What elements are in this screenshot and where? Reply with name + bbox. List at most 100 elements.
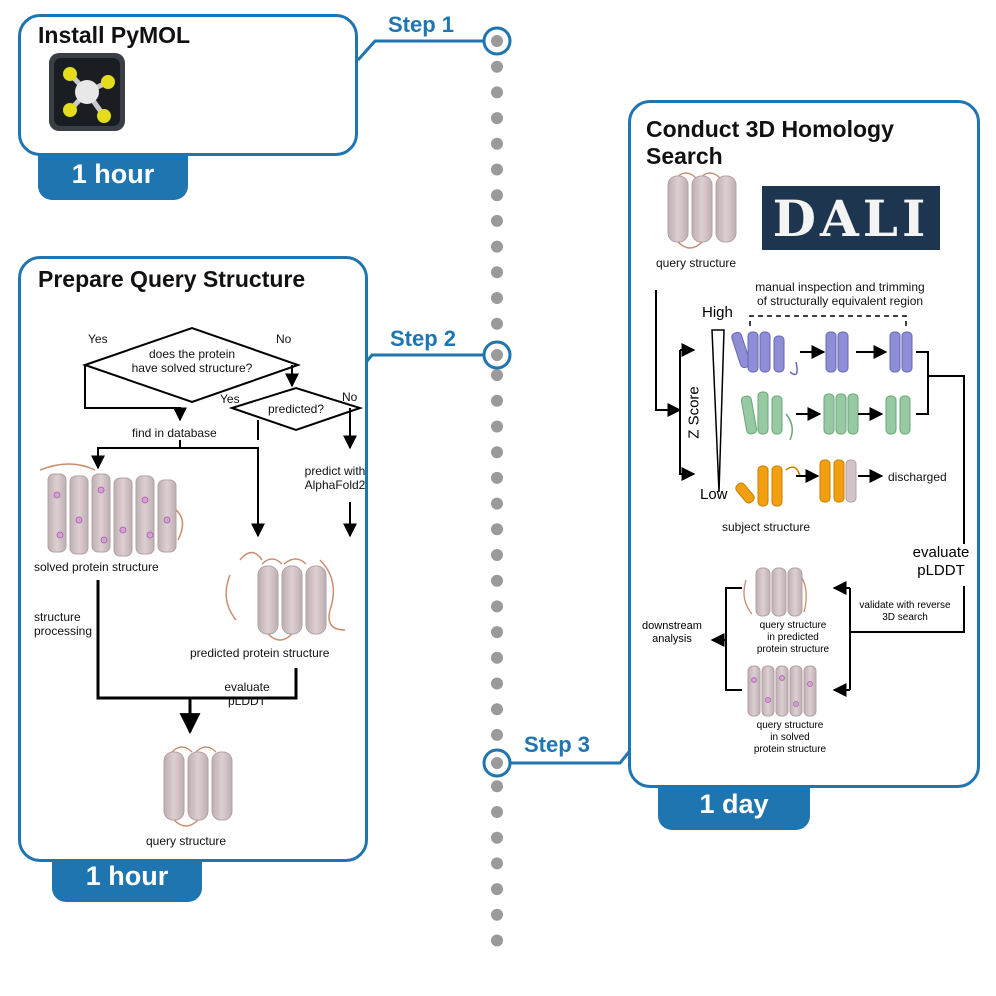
predict-line2: AlphaFold2	[304, 478, 366, 492]
solved-protein-structure-label: solved protein structure	[34, 560, 159, 574]
query-structure-icon	[163, 746, 233, 827]
validate-reverse-search-label: validate with reverse 3D search	[850, 600, 960, 624]
step3-title: Conduct 3D Homology Search	[646, 116, 894, 170]
timeline-dot	[491, 446, 503, 459]
z-score-wedge	[711, 329, 725, 493]
high-score-subject-row	[731, 331, 913, 376]
dali-logo: DALI	[762, 186, 940, 250]
timeline-dot	[491, 934, 503, 947]
timeline-dot	[491, 703, 503, 716]
timeline-dot	[491, 420, 503, 433]
find-in-database-label: find in database	[132, 426, 217, 440]
low-score-subject-row	[735, 459, 884, 507]
q-solved-line2: in solved	[770, 732, 810, 743]
decision1-line2: have solved structure?	[131, 361, 253, 375]
evaluate-line1-step2: evaluate	[224, 680, 270, 694]
step3-title-line2: Search	[646, 143, 723, 169]
predicted-protein-structure-icon	[225, 551, 346, 641]
no-label-2: No	[342, 390, 358, 404]
decision1-text: does the protein have solved structure?	[130, 347, 254, 375]
timeline-dot	[491, 214, 503, 227]
no-label-1: No	[276, 332, 292, 346]
manual-line1: manual inspection and trimming	[755, 280, 925, 294]
downstream-analysis-label: downstream analysis	[632, 620, 712, 646]
step2-duration: 1 hour	[85, 860, 169, 891]
timeline-dot	[491, 857, 503, 870]
yes-label-2: Yes	[220, 392, 240, 406]
timeline-dot	[491, 728, 503, 741]
structure-processing-line1: structure	[34, 610, 81, 624]
timeline-dot	[491, 471, 503, 484]
discharged-label: discharged	[888, 470, 947, 484]
timeline-dot	[491, 240, 503, 253]
decision-predicted	[228, 386, 364, 432]
structure-processing-label: structure processing	[34, 610, 92, 638]
evaluate-line2-step2: pLDDT	[227, 694, 266, 708]
manual-inspection-label: manual inspection and trimming of struct…	[740, 280, 940, 308]
step2-title: Prepare Query Structure	[38, 266, 306, 292]
step3-label: Step 3	[524, 732, 591, 757]
q-solved-line1: query structure	[756, 720, 824, 731]
query-in-solved-label: query structure in solved protein struct…	[730, 720, 850, 756]
timeline-dot	[491, 394, 503, 407]
evaluate-plddt-label-step3: evaluate pLDDT	[906, 544, 976, 580]
decision-solved-structure	[81, 326, 302, 404]
step1-label: Step 1	[388, 12, 455, 37]
step1-title: Install PyMOL	[38, 22, 191, 48]
timeline-dot	[491, 163, 503, 176]
validate-line1: validate with reverse	[859, 600, 951, 611]
step1-marker-dot	[491, 35, 503, 47]
query-in-predicted-icon	[743, 567, 807, 617]
timeline-dot	[491, 677, 503, 690]
timeline-dot	[491, 137, 503, 150]
timeline-dot	[491, 780, 503, 793]
timeline-dot	[491, 292, 503, 304]
manual-line2: of structurally equivalent region	[756, 294, 924, 308]
low-label: Low	[700, 486, 728, 503]
step2-label: Step 2	[390, 326, 457, 351]
timeline-dot	[491, 189, 503, 202]
timeline-dot	[491, 86, 503, 99]
decision1-line1: does the protein	[148, 347, 236, 361]
query-structure-label-step3: query structure	[656, 256, 737, 270]
timeline-dot	[491, 523, 503, 536]
query-structure-label-step2: query structure	[146, 834, 227, 848]
validate-line2: 3D search	[882, 612, 928, 623]
timeline-dot	[491, 883, 503, 896]
z-score-label: Z Score	[685, 386, 703, 439]
timeline-dot	[491, 317, 503, 330]
timeline-dot	[491, 908, 503, 921]
timeline-dot	[491, 651, 503, 664]
trim-bracket	[749, 315, 907, 326]
high-label: High	[702, 304, 733, 321]
evaluate-line1-step3: evaluate	[912, 544, 970, 561]
q-pred-line3: protein structure	[756, 644, 830, 655]
timeline-dot	[491, 574, 503, 587]
timeline-dot	[491, 497, 503, 510]
timeline-dot	[491, 806, 503, 818]
predicted-protein-structure-label: predicted protein structure	[190, 646, 330, 660]
timeline-dot	[491, 369, 503, 382]
dali-logo-text: DALI	[772, 188, 930, 248]
timeline-dots	[491, 60, 503, 947]
timeline-dot	[491, 831, 503, 844]
step3-query-structure-icon	[667, 172, 737, 249]
structure-processing-line2: processing	[34, 624, 93, 638]
pymol-logo-icon	[48, 52, 126, 132]
q-pred-line2: in predicted	[767, 632, 819, 643]
query-in-predicted-label: query structure in predicted protein str…	[738, 620, 848, 656]
step1-duration: 1 hour	[71, 158, 155, 189]
subject-structure-label: subject structure	[722, 520, 811, 534]
predict-alphafold-label: predict with AlphaFold2	[290, 464, 380, 492]
downstream-line2: analysis	[652, 633, 692, 645]
step1-connector	[356, 39, 484, 62]
step3-marker-dot	[491, 757, 503, 769]
step3-duration: 1 day	[699, 788, 769, 819]
step2-marker-dot	[491, 349, 503, 361]
decision2-text: predicted?	[267, 402, 325, 416]
timeline-dot	[491, 112, 503, 125]
